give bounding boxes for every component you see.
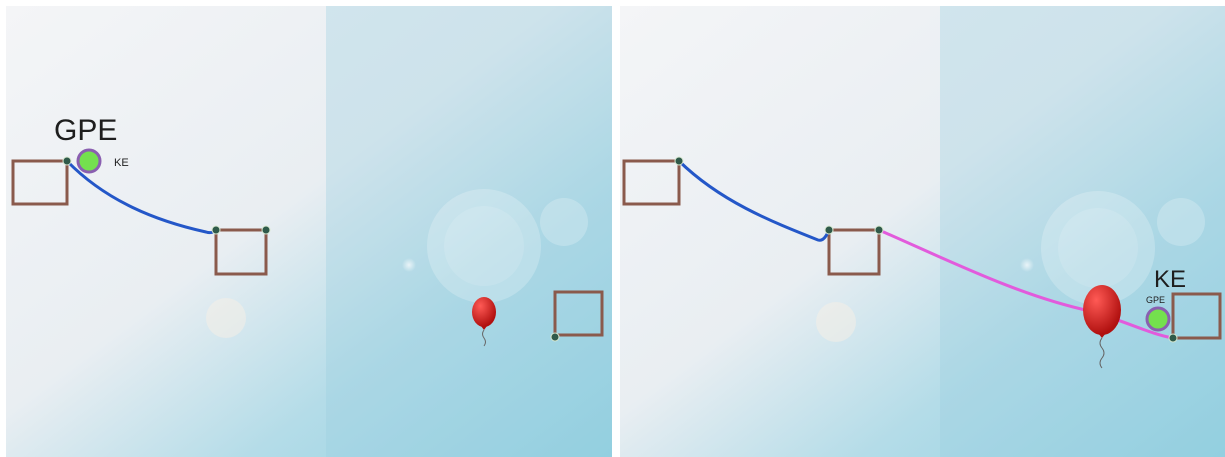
- bokeh-circle: [1157, 198, 1205, 246]
- drawn-rope-second[interactable]: [877, 228, 1175, 340]
- platform-block: [622, 159, 681, 206]
- energy-label-large: KE: [1154, 266, 1187, 293]
- platform-block: [1171, 292, 1222, 340]
- platform-block: [827, 228, 881, 276]
- energy-label-small: KE: [114, 157, 129, 169]
- red-balloon-icon[interactable]: [1083, 285, 1121, 369]
- bokeh-circle: [206, 298, 246, 338]
- bokeh-circle: [1058, 208, 1138, 288]
- bokeh-circle: [427, 189, 541, 303]
- energy-label-small: GPE: [1146, 295, 1166, 305]
- scene-canvas-left: [6, 6, 612, 457]
- scene-panel-right: KE GPE: [620, 6, 1225, 457]
- light-glint: [1020, 258, 1034, 272]
- drawn-rope-first[interactable]: [677, 159, 831, 242]
- sky-tint: [326, 6, 612, 457]
- anchor-point[interactable]: [674, 156, 684, 166]
- bokeh-circle: [816, 302, 856, 342]
- light-glint: [402, 258, 416, 272]
- platform-block: [553, 290, 604, 337]
- scene-canvas-right: [620, 6, 1225, 457]
- bokeh-circle: [540, 198, 588, 246]
- panel-divider: [612, 0, 620, 457]
- anchor-point[interactable]: [550, 332, 560, 342]
- energy-label-large: GPE: [54, 114, 118, 147]
- anchor-point[interactable]: [824, 225, 834, 235]
- platform-block: [214, 228, 268, 276]
- green-ball-icon[interactable]: [1145, 306, 1171, 332]
- green-ball-icon[interactable]: [76, 148, 102, 174]
- bokeh-circle: [1041, 191, 1155, 305]
- sky-background: [6, 6, 612, 457]
- anchor-point[interactable]: [1168, 333, 1178, 343]
- sky-tint: [940, 6, 1225, 457]
- scene-panel-left: GPE KE: [6, 6, 612, 457]
- sky-background: [620, 6, 1225, 457]
- anchor-point[interactable]: [211, 225, 221, 235]
- anchor-point[interactable]: [62, 156, 72, 166]
- red-balloon-icon[interactable]: [472, 297, 496, 347]
- anchor-point[interactable]: [261, 225, 271, 235]
- platform-block: [11, 159, 69, 206]
- anchor-point[interactable]: [874, 225, 884, 235]
- bokeh-circle: [444, 206, 524, 286]
